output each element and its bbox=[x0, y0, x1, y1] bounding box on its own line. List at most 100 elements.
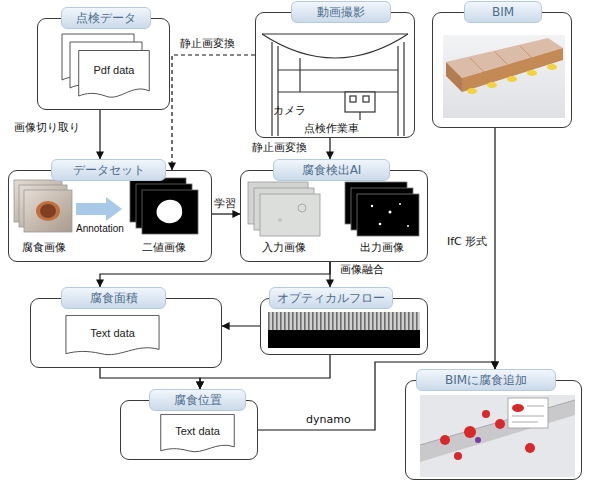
corrosion-photos bbox=[36, 201, 60, 221]
bim-corrosion-image bbox=[464, 426, 476, 438]
image-label: Annotation bbox=[76, 223, 124, 234]
edge-label: 静止画変換 bbox=[252, 140, 307, 155]
flow-arrow bbox=[100, 262, 330, 287]
flow-arrow bbox=[329, 138, 330, 159]
bim-corrosion-image bbox=[512, 404, 524, 412]
box-header: 腐食位置 bbox=[149, 389, 246, 411]
edge-label: IfC 形式 bbox=[447, 234, 487, 249]
process-box: 腐食位置Text data bbox=[120, 400, 258, 460]
output-images bbox=[345, 182, 419, 236]
bim-corrosion-image bbox=[525, 443, 535, 453]
bim-model-image bbox=[462, 48, 563, 92]
document-outline bbox=[79, 51, 150, 98]
document-outline bbox=[161, 414, 235, 451]
flow-arrow bbox=[172, 55, 255, 170]
bim-model-image bbox=[495, 52, 509, 66]
image-label: 入力画像 bbox=[262, 240, 306, 255]
edge-label: 画像切り取り bbox=[14, 120, 80, 135]
output-images bbox=[379, 223, 382, 226]
flow-arrow bbox=[100, 368, 200, 389]
output-images bbox=[371, 205, 373, 207]
inspection-vehicle-illustration bbox=[277, 46, 278, 136]
image-label: 腐食画像 bbox=[22, 240, 66, 255]
binary-images bbox=[130, 178, 198, 234]
bim-corrosion-image bbox=[420, 395, 575, 477]
input-images bbox=[260, 194, 320, 236]
image-label: 出力画像 bbox=[360, 240, 404, 255]
binary-images bbox=[142, 190, 198, 234]
optical-flow-image bbox=[268, 312, 420, 348]
bim-corrosion-image bbox=[512, 416, 544, 417]
bim-corrosion-image bbox=[420, 395, 575, 477]
bim-model-image bbox=[507, 76, 517, 82]
document-shape: Pdf data bbox=[78, 50, 150, 100]
corrosion-photos bbox=[24, 190, 72, 232]
box-header: BIM bbox=[464, 1, 542, 23]
bim-corrosion-image bbox=[420, 400, 575, 462]
process-box: 動画撮影 bbox=[255, 12, 415, 138]
output-images bbox=[399, 203, 401, 205]
bim-model-image bbox=[467, 88, 477, 94]
flow-arrow bbox=[200, 355, 330, 389]
flow-arrow bbox=[99, 110, 100, 159]
inspection-vehicle-illustration bbox=[397, 46, 398, 136]
bim-corrosion-image bbox=[512, 422, 538, 423]
document-shape: Text data bbox=[65, 315, 160, 357]
bim-corrosion-image bbox=[440, 435, 450, 445]
node-text: Text data bbox=[160, 425, 235, 437]
inspection-vehicle-illustration bbox=[262, 34, 408, 58]
optical-flow-image bbox=[268, 312, 420, 330]
inspection-vehicle-illustration bbox=[278, 91, 398, 92]
image-label: 二値画像 bbox=[142, 240, 186, 255]
box-header: オプティカルフロー bbox=[269, 287, 393, 309]
annotation-arrow bbox=[76, 197, 122, 221]
inspection-vehicle-illustration bbox=[262, 33, 408, 34]
bim-model-image bbox=[487, 82, 497, 88]
process-box: BIMに腐食追加 bbox=[405, 380, 582, 480]
edge-label: 学習 bbox=[214, 196, 236, 211]
image-label: カメラ bbox=[273, 103, 306, 118]
flow-arrow bbox=[494, 128, 495, 369]
inspection-vehicle-illustration bbox=[359, 112, 360, 120]
annotation-arrow bbox=[76, 197, 122, 221]
edge-label: 画像融合 bbox=[340, 262, 384, 277]
bim-model-image bbox=[547, 64, 557, 70]
box-header: 動画撮影 bbox=[291, 1, 391, 23]
input-images bbox=[248, 182, 320, 236]
bim-model-image bbox=[520, 46, 534, 60]
bim-corrosion-image bbox=[420, 400, 575, 445]
bim-corrosion-image bbox=[527, 406, 544, 407]
bim-model-image bbox=[527, 70, 537, 76]
process-box: BIM bbox=[432, 12, 572, 128]
binary-images bbox=[157, 200, 183, 224]
bim-model-image bbox=[470, 58, 484, 72]
node-text: Pdf data bbox=[78, 64, 150, 76]
inspection-vehicle-illustration bbox=[403, 42, 404, 136]
flow-arrow bbox=[258, 362, 495, 430]
box-header: 点検データ bbox=[61, 7, 151, 29]
flow-arrow bbox=[329, 262, 330, 287]
bim-corrosion-image bbox=[475, 437, 481, 443]
flow-arrow bbox=[222, 325, 260, 326]
bim-corrosion-image bbox=[508, 398, 548, 428]
image-label: 点検作業車 bbox=[304, 121, 359, 136]
inspection-vehicle-illustration bbox=[278, 69, 398, 70]
process-box: 腐食面積Text data bbox=[30, 298, 222, 368]
bim-model-image bbox=[443, 35, 565, 118]
bim-corrosion-image bbox=[482, 410, 490, 418]
output-images bbox=[357, 194, 419, 236]
corrosion-photos bbox=[40, 204, 56, 218]
box-header: BIMに腐食追加 bbox=[416, 369, 556, 391]
bim-model-image bbox=[446, 62, 462, 92]
inspection-vehicle-illustration bbox=[271, 42, 272, 136]
bim-corrosion-image bbox=[454, 452, 462, 460]
inspection-vehicle-illustration bbox=[350, 96, 356, 102]
inspection-vehicle-illustration bbox=[299, 58, 300, 92]
box-header: 腐食面積 bbox=[61, 287, 166, 309]
box-header: データセット bbox=[51, 159, 166, 181]
node-text: Text data bbox=[65, 327, 160, 339]
flow-arrow bbox=[212, 213, 240, 214]
bim-model-image bbox=[443, 35, 565, 118]
